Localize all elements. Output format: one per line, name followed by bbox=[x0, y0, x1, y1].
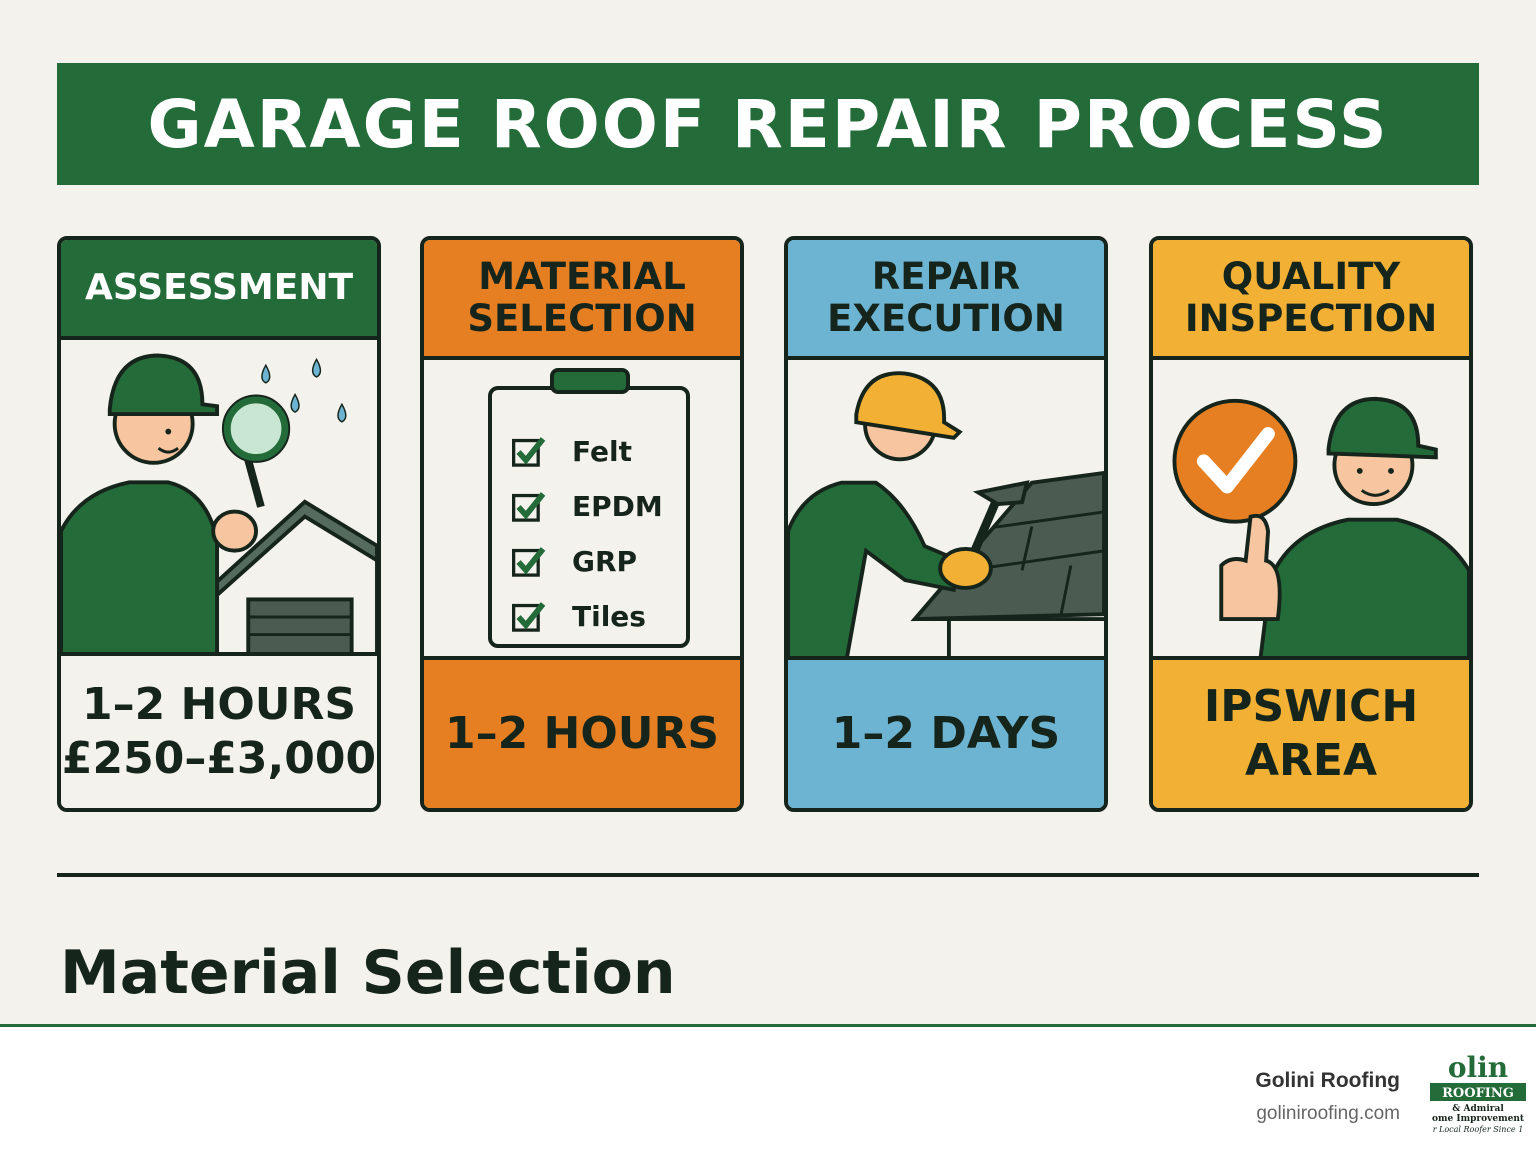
step-details: IPSWICH AREA bbox=[1153, 656, 1469, 808]
brand-url[interactable]: goliniroofing.com bbox=[1256, 1103, 1400, 1124]
assessment-illustration bbox=[61, 336, 377, 656]
step-duration: 1–2 HOURS bbox=[444, 708, 720, 759]
step-duration: 1–2 HOURS bbox=[81, 679, 357, 730]
step-cost: £250–£3,000 bbox=[61, 733, 377, 784]
checklist-item: EPDM bbox=[512, 479, 663, 534]
step-title: QUALITY INSPECTION bbox=[1153, 240, 1469, 360]
checklist-item: Tiles bbox=[512, 589, 663, 644]
step-details: 1–2 HOURS £250–£3,000 bbox=[61, 652, 377, 808]
logo-text-roofing: ROOFING bbox=[1442, 1086, 1514, 1101]
logo-text-home: ome Improvement bbox=[1432, 1114, 1525, 1124]
step-title: REPAIR EXECUTION bbox=[788, 240, 1104, 360]
checklist-item: Felt bbox=[512, 424, 663, 479]
section-title: Material Selection bbox=[60, 938, 676, 1008]
step-title-text: ASSESSMENT bbox=[84, 267, 354, 308]
logo-text-tagline: r Local Roofer Since 1 bbox=[1433, 1125, 1524, 1134]
section-divider bbox=[57, 873, 1479, 877]
step-card-material-selection: MATERIAL SELECTION Felt EPDM bbox=[420, 236, 744, 812]
logo-text-admiral: & Admiral bbox=[1452, 1104, 1504, 1114]
step-card-assessment: ASSESSMENT bbox=[57, 236, 381, 812]
step-title: MATERIAL SELECTION bbox=[424, 240, 740, 360]
checkbox-checked-icon bbox=[512, 489, 548, 525]
page-title: GARAGE ROOF REPAIR PROCESS bbox=[57, 63, 1479, 185]
step-title-line-1: QUALITY bbox=[1221, 255, 1401, 298]
checklist-item: GRP bbox=[512, 534, 663, 589]
step-details: 1–2 HOURS bbox=[424, 656, 740, 808]
step-location-line-2: AREA bbox=[1244, 735, 1378, 786]
step-title-line-1: MATERIAL bbox=[478, 255, 686, 298]
step-title-line-1: REPAIR bbox=[871, 255, 1021, 298]
step-card-quality-inspection: QUALITY INSPECTION IPSWICH AREA bbox=[1149, 236, 1473, 812]
logo-text-top: olin bbox=[1448, 1051, 1508, 1084]
brand-logo: olin ROOFING & Admiral ome Improvement r… bbox=[1420, 1051, 1536, 1135]
step-location-line-1: IPSWICH bbox=[1203, 681, 1419, 732]
step-details: 1–2 DAYS bbox=[788, 656, 1104, 808]
checkbox-checked-icon bbox=[512, 599, 548, 635]
checklist-item-label: Felt bbox=[572, 435, 632, 468]
step-title-line-2: SELECTION bbox=[467, 297, 697, 340]
clipboard-clip bbox=[550, 368, 630, 394]
step-card-repair-execution: REPAIR EXECUTION 1–2 DAYS bbox=[784, 236, 1108, 812]
step-title-line-2: EXECUTION bbox=[827, 297, 1065, 340]
footer: Golini Roofing goliniroofing.com olin RO… bbox=[0, 1024, 1536, 1157]
checklist-item-label: EPDM bbox=[572, 490, 663, 523]
repair-illustration bbox=[788, 356, 1104, 660]
inspection-illustration bbox=[1153, 356, 1469, 660]
step-title-line-2: INSPECTION bbox=[1184, 297, 1438, 340]
checklist-item-label: Tiles bbox=[572, 600, 646, 633]
clipboard: Felt EPDM GRP bbox=[488, 368, 690, 648]
checkbox-checked-icon bbox=[512, 544, 548, 580]
checklist-item-label: GRP bbox=[572, 545, 638, 578]
step-title: ASSESSMENT bbox=[61, 240, 377, 340]
brand-name: Golini Roofing bbox=[1255, 1069, 1400, 1092]
checklist-illustration: Felt EPDM GRP bbox=[424, 356, 740, 660]
step-duration: 1–2 DAYS bbox=[831, 708, 1061, 759]
checkbox-checked-icon bbox=[512, 434, 548, 470]
